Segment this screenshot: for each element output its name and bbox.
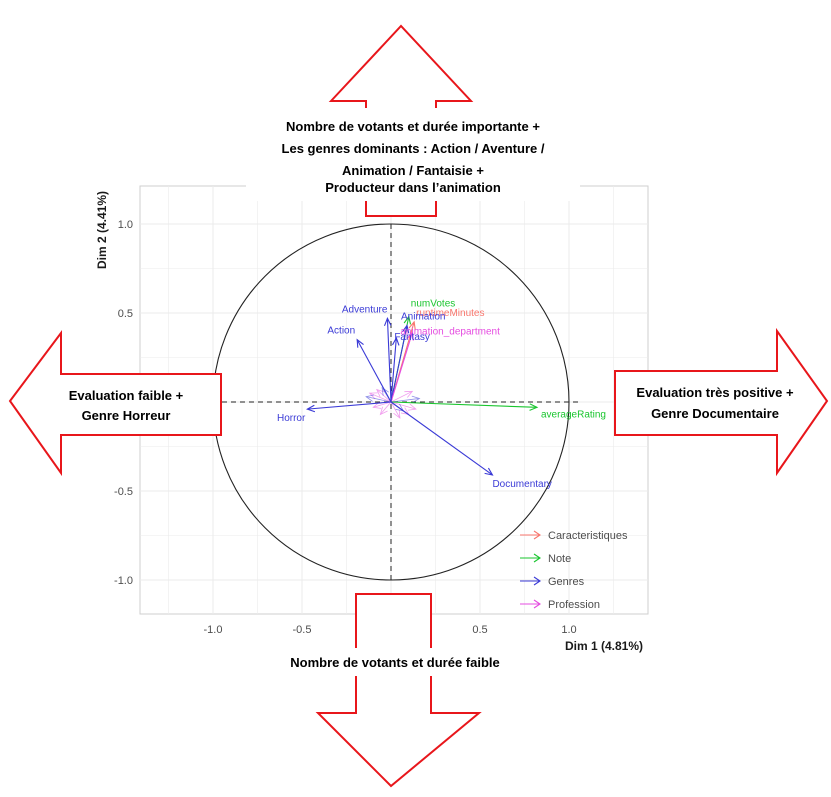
panel-background xyxy=(139,185,649,615)
y-tick-label: 0.5 xyxy=(118,308,133,320)
legend-label: Profession xyxy=(548,599,600,611)
top-annotation-line-3: Animation / Fantaisie + xyxy=(342,163,484,178)
variable-label: runtimeMinutes xyxy=(416,308,484,319)
variable-label: averageRating xyxy=(541,409,606,420)
bottom-text-panel xyxy=(270,648,520,676)
variable-arrow-averagerating xyxy=(390,401,539,411)
down-arrow-shape xyxy=(315,593,482,788)
minor-variable-arrow xyxy=(390,401,417,411)
annotation-texts: Nombre de votants et durée importante + … xyxy=(69,119,794,670)
variable-label: numVotes xyxy=(411,299,455,310)
variable-arrow-fantasy xyxy=(390,336,400,403)
y-tick-labels: -1.0 -0.5 0.5 1.0 xyxy=(114,219,133,587)
legend-label: Note xyxy=(548,553,571,565)
x-tick-labels: -1.0 -0.5 0.5 1.0 xyxy=(204,624,577,636)
variable-label: animation_department xyxy=(400,327,500,338)
y-tick-label: -0.5 xyxy=(114,486,133,498)
left-annotation-line-1: Evaluation faible + xyxy=(69,388,184,403)
minor-variable-arrow xyxy=(368,392,392,403)
legend-label: Caracteristiques xyxy=(548,530,628,542)
legend-item: Note xyxy=(520,553,571,565)
left-annotation-line-2: Genre Horreur xyxy=(82,408,171,423)
y-axis-title: Dim 2 (4.41%) xyxy=(95,191,109,269)
top-text-panel xyxy=(246,108,580,201)
variable-arrow-horror xyxy=(305,401,392,413)
y-tick-label: 1.0 xyxy=(118,219,133,231)
minor-variable-arrow xyxy=(390,395,421,403)
legend-item: Genres xyxy=(520,576,585,588)
right-annotation-line-1: Evaluation très positive + xyxy=(636,385,794,400)
minor-variable-arrow xyxy=(390,401,401,419)
annotation-arrows xyxy=(8,24,829,788)
variable-arrow-animation xyxy=(390,324,410,403)
left-arrow-shape xyxy=(8,330,222,477)
legend-item: Caracteristiques xyxy=(520,530,628,542)
x-tick-label: -0.5 xyxy=(293,624,312,636)
plot-panel: -1.0 -0.5 0.5 1.0 -1.0 -0.5 0.5 1.0 numVotesru… xyxy=(95,185,649,653)
minor-variable-arrow xyxy=(365,394,392,403)
variable-label: Horror xyxy=(277,413,306,424)
minor-variable-arrow xyxy=(372,401,392,409)
variable-arrow-adventure xyxy=(383,316,392,403)
minor-variable-arrow xyxy=(379,401,392,416)
variable-arrow-animation-department xyxy=(390,331,414,403)
minor-variable-arrow xyxy=(376,388,392,403)
variable-label: Animation xyxy=(401,311,445,322)
top-annotation-line-4: Producteur dans l’animation xyxy=(325,180,501,195)
minor-variable-arrow xyxy=(390,390,414,403)
variable-label: Fantasy xyxy=(394,332,430,343)
variable-label: Adventure xyxy=(342,304,388,315)
variable-arrow-action xyxy=(356,338,392,403)
top-annotation-line-2: Les genres dominants : Action / Aventure… xyxy=(282,141,545,156)
right-annotation-line-2: Genre Documentaire xyxy=(651,406,779,421)
variable-arrows xyxy=(305,315,539,476)
variable-label: Documentary xyxy=(492,479,551,490)
x-axis-title: Dim 1 (4.81%) xyxy=(565,639,643,653)
right-arrow-shape xyxy=(614,327,829,477)
variable-arrow-documentary xyxy=(390,401,494,476)
legend-label: Genres xyxy=(548,576,585,588)
x-tick-label: -1.0 xyxy=(204,624,223,636)
variable-label: Action xyxy=(327,326,355,337)
top-annotation-line-1: Nombre de votants et durée importante + xyxy=(286,119,540,134)
x-tick-label: 1.0 xyxy=(561,624,576,636)
bottom-annotation: Nombre de votants et durée faible xyxy=(290,655,500,670)
legend-item: Profession xyxy=(520,599,600,611)
y-tick-label: -1.0 xyxy=(114,575,133,587)
x-tick-label: 0.5 xyxy=(472,624,487,636)
